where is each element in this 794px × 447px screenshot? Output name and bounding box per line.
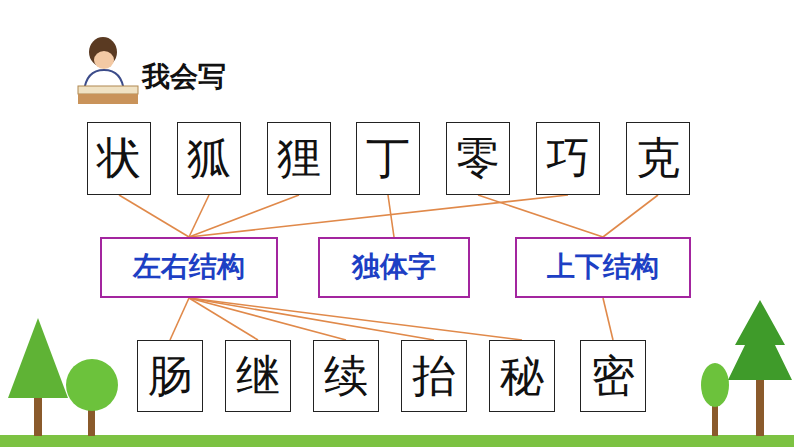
character: 秘: [500, 352, 544, 400]
student-icon: [78, 37, 138, 104]
connector-line: [170, 298, 189, 340]
tree: [8, 318, 68, 436]
title: 我会写: [142, 58, 226, 96]
connector-line: [603, 298, 613, 340]
connector-line: [119, 195, 189, 237]
character: 丁: [366, 134, 410, 182]
character: 肠: [148, 352, 192, 400]
tree: [728, 300, 792, 436]
character-box: 狸: [267, 122, 331, 195]
connector-line: [189, 298, 522, 340]
connector-line: [189, 298, 434, 340]
character-box: 继: [225, 340, 291, 412]
category-box: 独体字: [318, 237, 470, 298]
tree: [701, 363, 729, 436]
character: 零: [456, 134, 500, 182]
category-box: 左右结构: [100, 237, 278, 298]
character-box: 密: [580, 340, 646, 412]
tree: [66, 359, 118, 436]
character-box: 巧: [536, 122, 600, 195]
character-box: 抬: [401, 340, 467, 412]
character: 密: [591, 352, 635, 400]
connector-line: [189, 298, 346, 340]
connector-line: [478, 195, 603, 237]
category-box: 上下结构: [515, 237, 691, 298]
character: 克: [636, 134, 680, 182]
category-label: 左右结构: [133, 252, 245, 283]
character-box: 丁: [356, 122, 420, 195]
character: 状: [97, 134, 141, 182]
character: 巧: [546, 134, 590, 182]
connector-line: [603, 195, 658, 237]
character: 继: [236, 352, 280, 400]
character-box: 克: [626, 122, 690, 195]
character: 狸: [277, 134, 321, 182]
character-box: 续: [313, 340, 379, 412]
connector-line: [388, 195, 394, 237]
character-box: 狐: [177, 122, 241, 195]
ground: [0, 435, 794, 447]
character: 续: [324, 352, 368, 400]
character-box: 肠: [137, 340, 203, 412]
character-box: 秘: [489, 340, 555, 412]
character: 狐: [187, 134, 231, 182]
character: 抬: [412, 352, 456, 400]
character-box: 状: [87, 122, 151, 195]
category-label: 上下结构: [547, 252, 659, 283]
connector-line: [189, 195, 568, 237]
category-label: 独体字: [352, 252, 436, 283]
character-box: 零: [446, 122, 510, 195]
